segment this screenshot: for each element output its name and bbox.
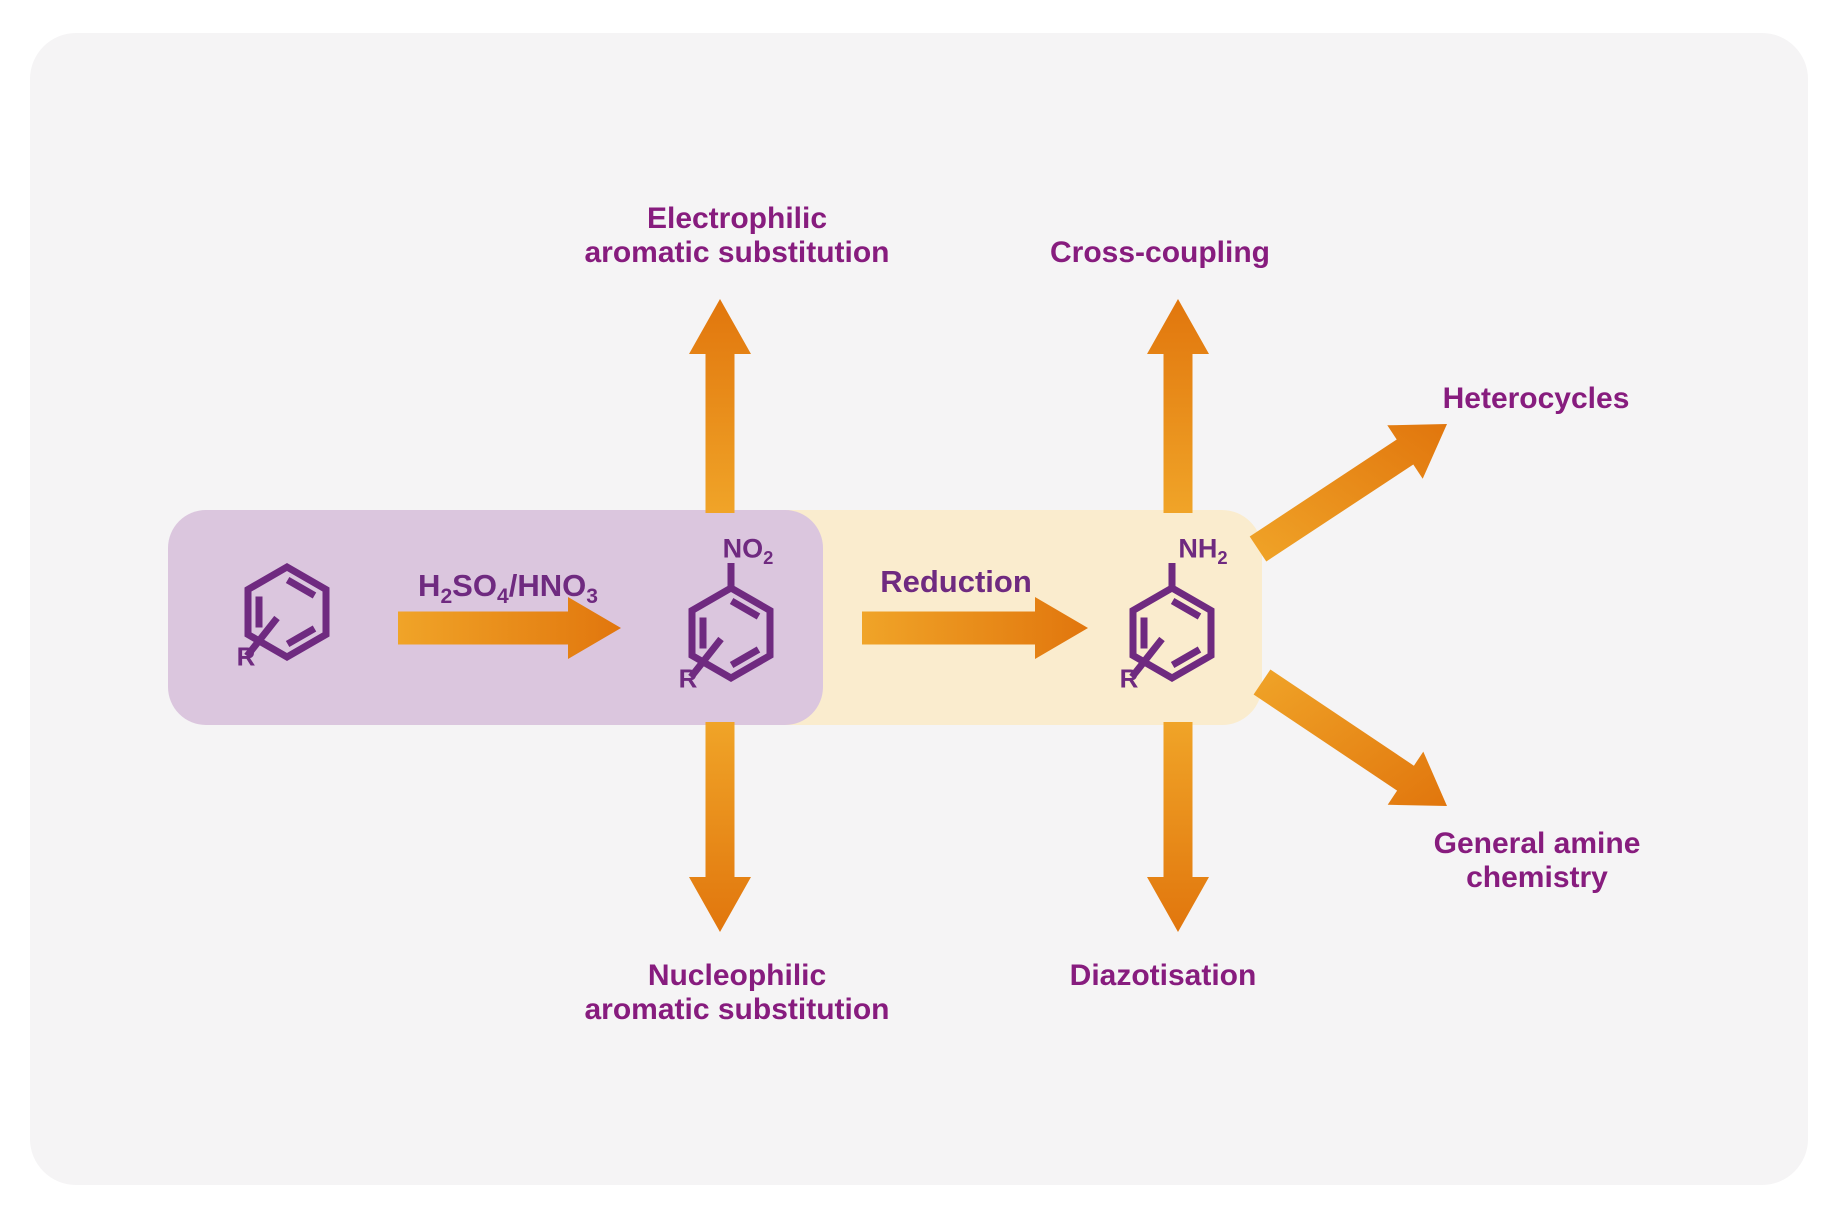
benzene-substituent-label: R [236, 641, 256, 672]
nucleophilic-label-line1: Nucleophilic [647, 959, 827, 992]
general-amine-chemistry-label: General amine chemistry [1434, 827, 1641, 895]
nitration-reaction-arrow-icon [398, 597, 621, 659]
diazotisation-label: Diazotisation [1069, 959, 1257, 992]
reagent-text: /HNO [508, 568, 587, 603]
nucleophilic-down-arrow-icon [689, 722, 751, 932]
nucleophilic-label-line2: aromatic substitution [584, 993, 890, 1026]
reagent-text: H [418, 568, 441, 603]
electrophilic-up-arrow-icon [689, 299, 751, 513]
reagent-subscript: 2 [440, 585, 453, 609]
electrophilic-label-line1: Electrophilic [646, 202, 828, 235]
cross-coupling-up-arrow-icon [1147, 299, 1209, 513]
general-amine-label-line2: chemistry [1466, 861, 1608, 894]
amine-group-subscript: 2 [1217, 546, 1228, 568]
general-amine-label-line1: General amine [1433, 827, 1641, 860]
reduction-reaction-arrow-icon [862, 597, 1088, 659]
amine-group-label: NH2 [1178, 533, 1228, 568]
nitro-group-text: NO [722, 533, 764, 564]
aniline-substituent-label: R [1119, 663, 1139, 694]
nucleophilic-substitution-label: Nucleophilic aromatic substitution [584, 959, 889, 1027]
cross-coupling-label: Cross-coupling [1049, 236, 1271, 269]
benzene-ring-structure [244, 562, 330, 662]
aniline-ring-structure [1129, 563, 1215, 683]
reduction-step-label: Reduction [880, 564, 1032, 599]
reagent-subscript: 4 [496, 585, 509, 609]
electrophilic-label-line2: aromatic substitution [584, 236, 890, 269]
nitrobenzene-ring-structure [688, 563, 774, 683]
electrophilic-substitution-label: Electrophilic aromatic substitution [584, 202, 889, 270]
amine-group-text: NH [1178, 533, 1218, 564]
reagent-subscript: 3 [586, 585, 598, 609]
nitration-reagent-label: H2SO4/HNO3 [418, 568, 598, 607]
general-amine-diagonal-arrow-icon [1253, 669, 1447, 806]
heterocycles-diagonal-arrow-icon [1249, 424, 1447, 562]
diazotisation-down-arrow-icon [1147, 722, 1209, 932]
nitrobenzene-substituent-label: R [678, 663, 698, 694]
heterocycles-label: Heterocycles [1442, 382, 1630, 415]
reagent-text: SO [452, 568, 497, 603]
nitro-group-label: NO2 [722, 533, 774, 568]
nitro-group-subscript: 2 [763, 546, 774, 568]
